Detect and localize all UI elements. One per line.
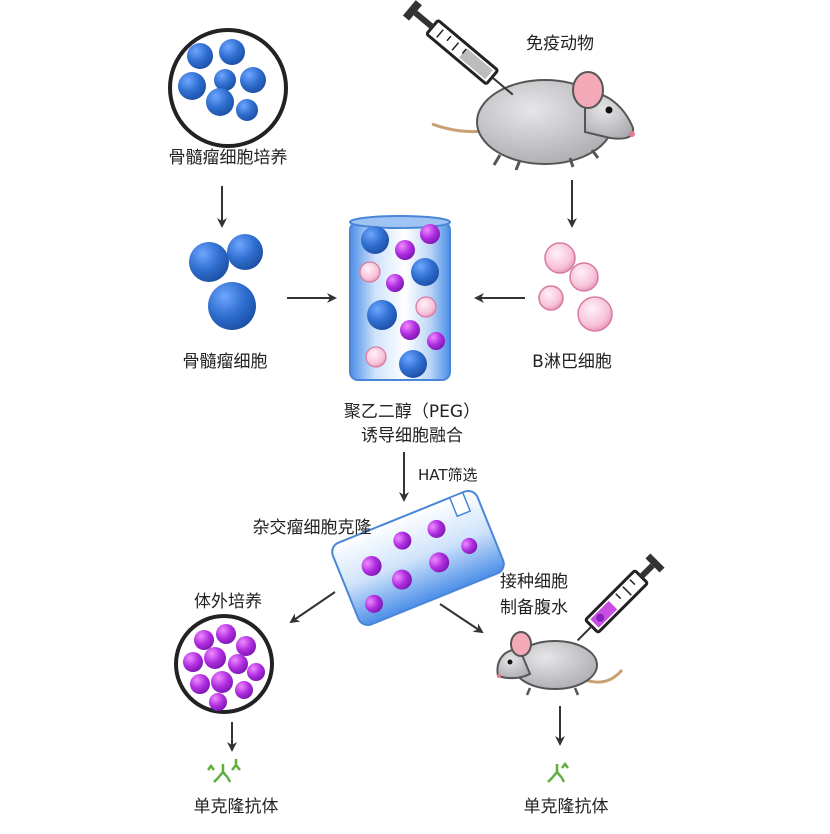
label-peg-line1: 聚乙二醇（PEG） [343,402,481,422]
label-inoculate-line2: 制备腹水 [500,598,568,618]
injected-mouse-icon [496,631,624,696]
arrow-clone-to-mouse [439,603,484,634]
myeloma-culture-dish-icon [168,28,288,148]
label-in-vitro-culture: 体外培养 [194,592,262,612]
label-myeloma-cell: 骨髓瘤细胞 [182,352,268,372]
myeloma-cells [189,234,263,330]
in-vitro-culture-dish-icon [174,614,274,714]
label-hybridoma-clone: 杂交瘤细胞克隆 [252,518,372,538]
label-hat-screening: HAT筛选 [418,466,478,484]
label-inoculate-line1: 接种细胞 [500,572,568,592]
antibody-icon-left [207,759,241,783]
label-mab-right: 单克隆抗体 [523,797,609,817]
label-myeloma-culture: 骨髓瘤细胞培养 [168,148,288,168]
label-peg-line2: 诱导细胞融合 [361,426,463,446]
arrow-clone-to-culture [289,591,336,624]
label-mab-left: 单克隆抗体 [193,797,279,817]
antibody-icon-right [547,761,569,783]
label-immune-animal: 免疫动物 [526,34,594,54]
hybridoma-clone-tube-icon [331,490,505,626]
label-b-lymphocyte: B淋巴细胞 [532,352,612,372]
injection-syringe-icon [576,553,665,642]
immune-mouse-icon [431,71,635,171]
fusion-test-tube-icon [349,215,451,381]
b-lymphocytes [538,242,613,332]
flow-arrows [217,180,577,752]
syringe-icon [402,0,514,96]
